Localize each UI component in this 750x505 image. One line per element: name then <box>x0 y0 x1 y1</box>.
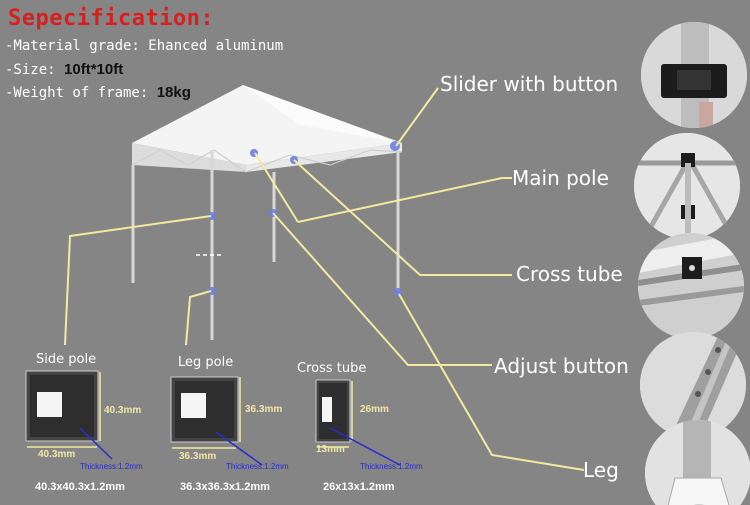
leader-lines <box>64 87 585 471</box>
cross-tube-height: 26mm <box>360 404 389 415</box>
spec-material: -Material grade: Ehanced aluminum <box>5 38 284 54</box>
side-pole-title: Side pole <box>36 352 97 367</box>
leg-pole-dims: 36.3x36.3x1.2mm <box>180 481 270 493</box>
tent-legs <box>131 150 400 340</box>
canopy-valance-right <box>246 143 402 172</box>
callout-main-pole: Main pole <box>512 166 609 190</box>
cross-tube-detail-photo <box>638 233 744 339</box>
side-pole-thickness: Thickness:1.2mm <box>80 462 143 471</box>
side-pole-height: 40.3mm <box>104 405 142 416</box>
spec-weight: -Weight of frame: 18kg <box>5 84 191 101</box>
leg-pole-thickness: Thickness:1.2mm <box>226 462 289 471</box>
side-pole-dims: 40.3x40.3x1.2mm <box>35 481 125 493</box>
callout-leg: Leg <box>583 458 619 482</box>
callout-slider: Slider with button <box>440 72 619 96</box>
main-pole-detail-photo <box>634 133 740 239</box>
leg-pole-height: 36.3mm <box>245 404 283 415</box>
slider-detail-photo <box>641 22 747 128</box>
tent-canopy <box>132 85 402 165</box>
leg-pole-width: 36.3mm <box>179 451 217 462</box>
callout-cross-tube: Cross tube <box>516 262 623 286</box>
leg-detail-photo <box>645 420 750 505</box>
spec-size: -Size: 10ft*10ft <box>5 61 124 78</box>
side-pole-width: 40.3mm <box>38 449 76 460</box>
leg-pole-title: Leg pole <box>178 355 234 370</box>
cross-tube-width: 13mm <box>316 444 345 455</box>
leg-pole-section <box>170 376 263 466</box>
cross-tube-dims: 26x13x1.2mm <box>323 481 395 493</box>
spec-title: Sepecification: <box>8 6 215 31</box>
cross-tube-title: Cross tube <box>297 361 367 376</box>
cross-tube-section <box>315 379 401 466</box>
side-pole-section <box>25 370 113 460</box>
cross-tube-thickness: Thickness:1.2mm <box>360 462 423 471</box>
callout-adjust-button: Adjust button <box>494 354 629 378</box>
frame-truss <box>131 149 403 173</box>
